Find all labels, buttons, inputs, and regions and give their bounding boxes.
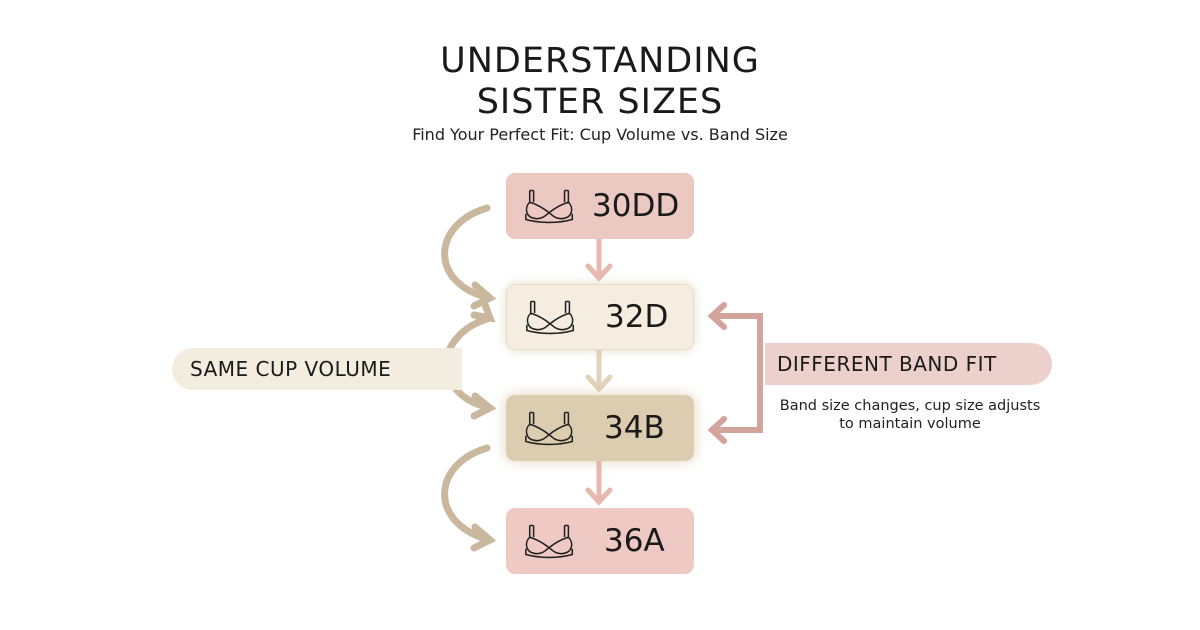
size-label: 30DD xyxy=(592,188,680,224)
down-arrow-1 xyxy=(585,237,613,282)
bra-icon xyxy=(522,408,580,448)
size-box-30dd: 30DD xyxy=(506,173,694,239)
down-arrow-3 xyxy=(585,459,613,506)
band-note: Band size changes, cup size adjusts to m… xyxy=(779,398,1041,432)
size-label: 36A xyxy=(604,523,665,559)
down-arrow-2 xyxy=(585,348,613,393)
size-box-32d: 32D xyxy=(506,284,694,350)
same-cup-volume-label: SAME CUP VOLUME xyxy=(172,348,462,390)
bra-icon xyxy=(523,297,581,337)
size-box-36a: 36A xyxy=(506,508,694,574)
title-line-2: SISTER SIZES xyxy=(476,82,724,122)
bra-icon xyxy=(522,186,580,226)
bra-icon xyxy=(522,521,580,561)
subtitle: Find Your Perfect Fit: Cup Volume vs. Ba… xyxy=(412,125,788,144)
size-label: 32D xyxy=(605,299,669,335)
size-label: 34B xyxy=(604,410,665,446)
title-line-1: UNDERSTANDING xyxy=(440,41,760,81)
different-band-fit-label: DIFFERENT BAND FIT xyxy=(765,343,1052,385)
size-box-34b: 34B xyxy=(506,395,694,461)
